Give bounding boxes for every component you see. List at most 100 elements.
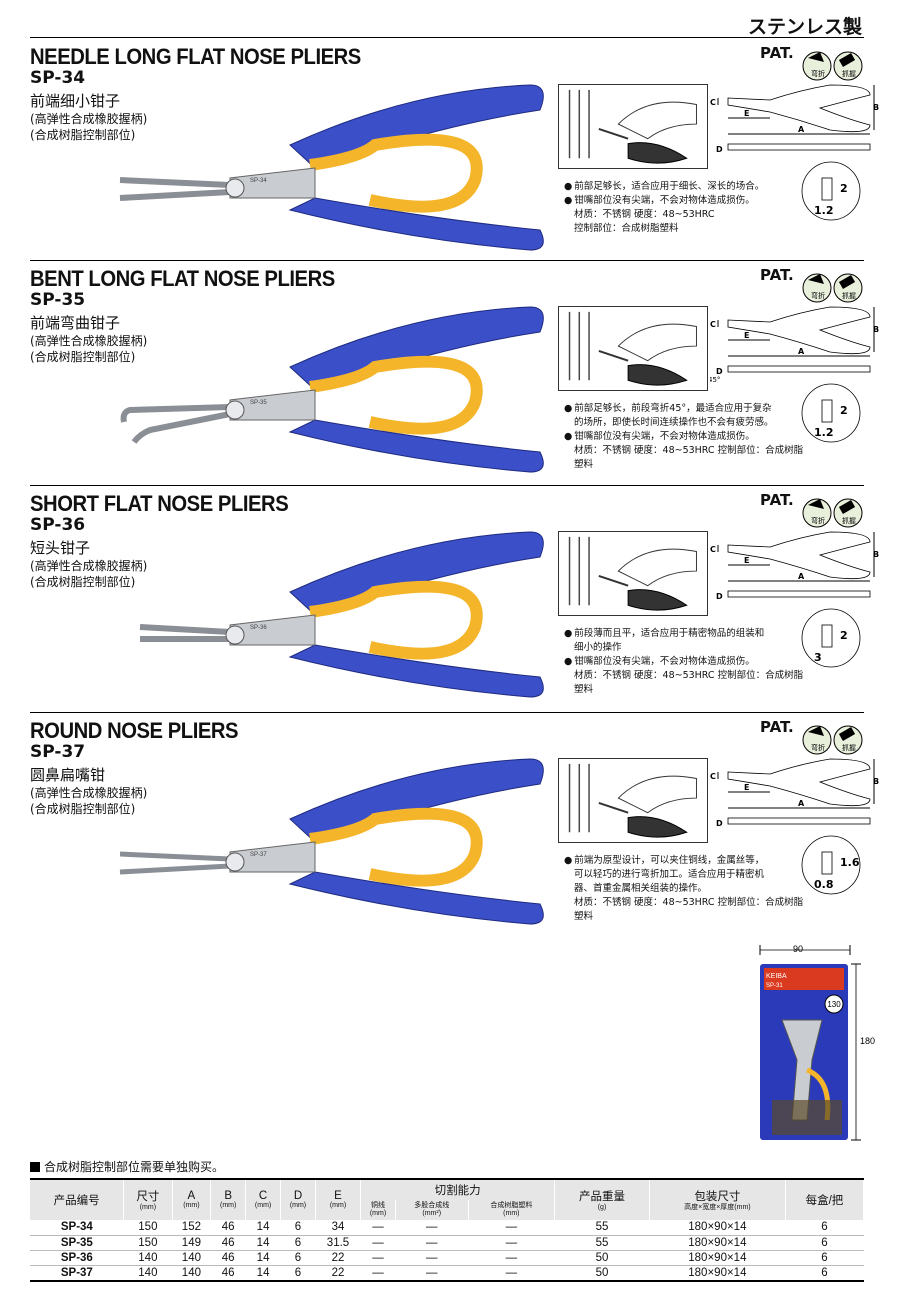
badge-grip: 抓握 <box>842 516 856 525</box>
patent-label: PAT. <box>760 491 794 509</box>
badge-bend: 弯折 <box>811 291 825 300</box>
table-cell: SP-37 <box>30 1265 124 1281</box>
col-size: 尺寸(mm) <box>123 1179 173 1220</box>
dim-e: E <box>744 109 749 118</box>
dim-b: B <box>873 777 879 786</box>
section-rule <box>30 260 864 261</box>
col-stranded: 多股合成线(mm²) <box>395 1200 469 1220</box>
dim-d: D <box>716 592 723 601</box>
badge-grip: 抓握 <box>842 69 856 78</box>
table-cell: — <box>395 1235 468 1251</box>
product-section-sp-36: SHORT FLAT NOSE PLIERS SP-36 短头钳子 (高弹性合成… <box>0 485 900 712</box>
section-rule <box>30 485 864 486</box>
desc-line: 细小的操作 <box>574 642 622 653</box>
pliers-engraving: SP-37 <box>250 852 267 858</box>
table-cell: 140 <box>172 1250 211 1266</box>
detail-v2: 3 <box>814 651 822 664</box>
product-cn-grip: (高弹性合成橡胶握柄) <box>30 559 148 573</box>
table-cell: 180×90×14 <box>649 1220 786 1236</box>
table-cell: 6 <box>785 1250 864 1266</box>
spec-table: 产品编号 尺寸(mm) A(mm) B(mm) C(mm) D(mm) E(mm… <box>30 1178 865 1282</box>
product-model: SP-35 <box>30 290 86 310</box>
product-model: SP-36 <box>30 515 86 535</box>
table-cell: 6 <box>280 1250 316 1266</box>
desc-line: 前段薄而且平，适合应用于精密物品的组装和 <box>564 627 804 641</box>
dim-c: C <box>710 320 716 329</box>
product-cn-control: (合成树脂控制部位) <box>30 128 136 142</box>
col-copper: 铜线(mm) <box>360 1200 396 1220</box>
product-description: 前部足够长，适合应用于细长、深长的场合。钳嘴部位没有尖端，不会对物体造成损伤。材… <box>564 180 804 236</box>
dim-a: A <box>798 125 805 134</box>
col-resin: 合成树脂塑料(mm) <box>468 1200 556 1220</box>
table-cell: 6 <box>785 1265 864 1281</box>
desc-line: 材质：不锈钢 硬度：48~53HRC 控制部位：合成树脂塑料 <box>574 445 804 470</box>
dim-a: A <box>798 572 805 581</box>
dim-e: E <box>744 556 749 565</box>
dimension-diagram: C B E A D <box>710 531 879 601</box>
col-package: 包装尺寸高度×宽度×厚度(mm) <box>649 1179 786 1220</box>
pliers-photo: SP-37 <box>119 758 544 925</box>
product-title: NEEDLE LONG FLAT NOSE PLIERS <box>30 44 361 69</box>
product-section-sp-37: ROUND NOSE PLIERS SP-37 圆鼻扁嘴钳 (高弹性合成橡胶握柄… <box>0 712 900 939</box>
desc-line: 的场所，即使长时间连续操作也不会有疲劳感。 <box>574 417 774 428</box>
table-cell: 149 <box>172 1235 211 1251</box>
table-cell: 150 <box>123 1220 173 1236</box>
col-a: A(mm) <box>172 1179 212 1220</box>
dim-d: D <box>716 145 723 154</box>
pliers-engraving: SP-35 <box>250 400 267 406</box>
table-cell: 140 <box>172 1265 211 1281</box>
col-cutting: 切割能力 <box>360 1179 556 1200</box>
desc-line: 钳嘴部位没有尖端，不会对物体造成损伤。 <box>564 430 804 444</box>
table-cell: — <box>360 1265 396 1281</box>
dim-c: C <box>710 98 716 107</box>
product-cn-control: (合成树脂控制部位) <box>30 350 136 364</box>
dim-b: B <box>873 325 879 334</box>
table-cell: — <box>395 1220 468 1236</box>
product-description: 前端为原型设计，可以夹住铜线，金属丝等，可以轻巧的进行弯折加工。适合应用于精密机… <box>564 854 804 924</box>
detail-v2: 1.2 <box>814 426 834 439</box>
product-cn-grip: (高弹性合成橡胶握柄) <box>30 786 148 800</box>
patent-label: PAT. <box>760 718 794 736</box>
dim-e: E <box>744 783 749 792</box>
usage-photo <box>558 306 708 391</box>
table-subheader-row: 铜线(mm) 多股合成线(mm²) 合成树脂塑料(mm) <box>30 1200 864 1220</box>
table-cell: 6 <box>785 1220 864 1236</box>
product-cn-grip: (高弹性合成橡胶握柄) <box>30 334 148 348</box>
desc-line: 前部足够长，前段弯折45°，最适合应用于复杂 <box>564 402 804 416</box>
package-image: 90 KEIBA SP-31 130 180 <box>759 944 875 1141</box>
table-cell: 55 <box>554 1235 650 1251</box>
table-cell: 46 <box>210 1235 246 1251</box>
usage-photo <box>558 531 708 616</box>
tip-detail-diagram: 1.6 0.8 <box>801 835 861 895</box>
dimension-diagram: C B E A D 45° <box>710 306 879 384</box>
pliers-photo: SP-34 <box>119 84 544 251</box>
dim-d: D <box>716 819 723 828</box>
desc-line: 材质：不锈钢 硬度：48~53HRC 控制部位：合成树脂塑料 <box>574 897 804 922</box>
product-section-sp-34: NEEDLE LONG FLAT NOSE PLIERS SP-34 前端细小钳… <box>0 40 900 265</box>
desc-line: 前部足够长，适合应用于细长、深长的场合。 <box>564 180 804 194</box>
badge-bend: 弯折 <box>811 516 825 525</box>
product-description: 前部足够长，前段弯折45°，最适合应用于复杂的场所，即使长时间连续操作也不会有疲… <box>564 402 804 472</box>
table-header-row: 产品编号 尺寸(mm) A(mm) B(mm) C(mm) D(mm) E(mm… <box>30 1179 865 1220</box>
table-cell: SP-34 <box>30 1220 124 1236</box>
product-cn-control: (合成树脂控制部位) <box>30 575 136 589</box>
table-cell: 6 <box>785 1235 864 1251</box>
product-cn-name: 前端细小钳子 <box>30 92 121 110</box>
table-cell: 180×90×14 <box>649 1265 786 1281</box>
detail-v1: 2 <box>840 629 848 642</box>
col-model: 产品编号 <box>30 1179 125 1220</box>
product-cn-name: 圆鼻扁嘴钳 <box>30 766 106 784</box>
dim-e: E <box>744 331 749 340</box>
table-cell: 31.5 <box>315 1235 361 1251</box>
col-weight: 产品重量(g) <box>554 1179 650 1220</box>
badge-grip: 抓握 <box>842 743 856 752</box>
table-cell: 6 <box>280 1235 316 1251</box>
table-cell: 34 <box>315 1220 361 1236</box>
table-cell: 46 <box>210 1265 246 1281</box>
product-section-sp-35: BENT LONG FLAT NOSE PLIERS SP-35 前端弯曲钳子 … <box>0 260 900 487</box>
table-cell: — <box>360 1220 396 1236</box>
